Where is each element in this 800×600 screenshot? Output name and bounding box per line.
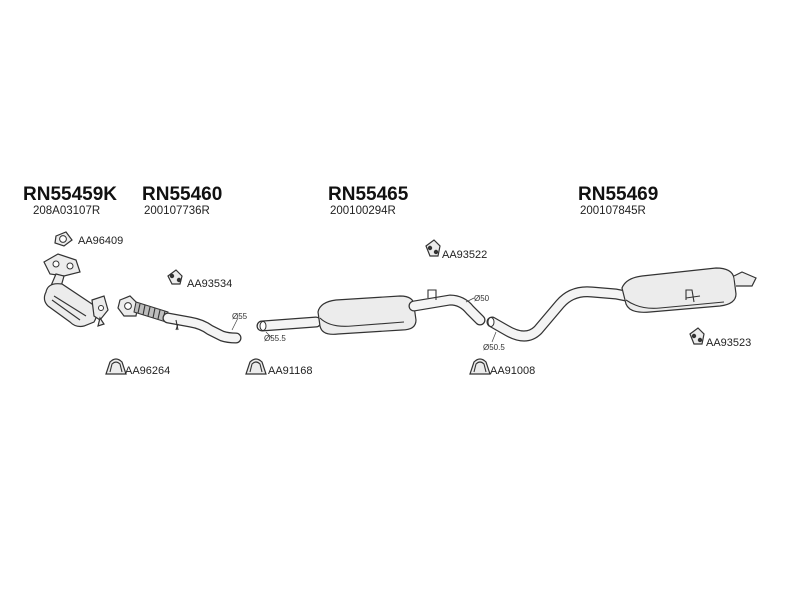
dimension-label: Ø55 xyxy=(232,312,248,321)
oem-ref-rear-silencer: 200107845R xyxy=(580,205,646,217)
dimension-label: Ø50 xyxy=(474,294,490,303)
part-code-middle-silencer: RN55465 xyxy=(328,184,409,205)
catalytic-converter xyxy=(43,253,109,328)
rear-silencer xyxy=(486,267,757,342)
accessory-code-clamp: AA96264 xyxy=(125,365,170,377)
oem-ref-catalyst: 208A03107R xyxy=(33,205,100,217)
oem-ref-middle-silencer: 200100294R xyxy=(330,205,396,217)
clamp-icon xyxy=(105,358,127,375)
clamp-icon xyxy=(469,358,491,375)
accessory-code-clamp: AA91008 xyxy=(490,365,535,377)
accessory-code-hanger-middle: AA93522 xyxy=(442,249,487,261)
part-code-catalyst: RN55459K xyxy=(23,184,117,205)
accessory-code-hanger-front: AA93534 xyxy=(187,278,232,290)
part-code-rear-silencer: RN55469 xyxy=(578,184,658,205)
accessory-code-gasket: AA96409 xyxy=(78,235,123,247)
dimension-label: Ø55.5 xyxy=(264,334,286,343)
front-pipe xyxy=(117,295,242,344)
dimension-label: Ø50.5 xyxy=(483,343,505,352)
gasket-ring-icon xyxy=(54,231,73,247)
hanger-bracket-icon xyxy=(689,327,705,345)
part-code-front-pipe: RN55460 xyxy=(142,184,222,205)
middle-silencer xyxy=(256,289,486,335)
accessory-code-clamp: AA91168 xyxy=(268,365,312,377)
hanger-bracket-icon xyxy=(425,239,441,257)
clamp-icon xyxy=(245,358,267,375)
accessory-code-hanger-rear: AA93523 xyxy=(706,337,751,349)
hanger-bracket-icon xyxy=(167,269,183,285)
oem-ref-front-pipe: 200107736R xyxy=(144,205,210,217)
